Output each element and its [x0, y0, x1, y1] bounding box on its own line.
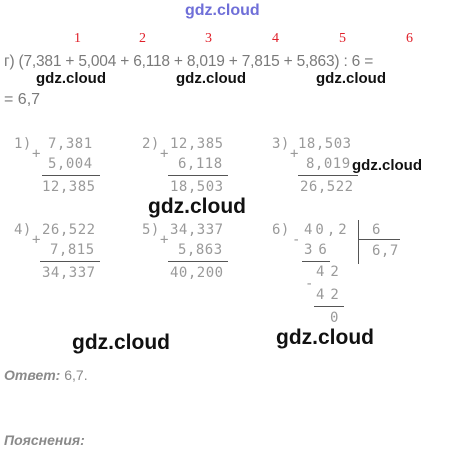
- step-number-2: 2: [139, 31, 146, 46]
- plus-sign: +: [32, 232, 41, 248]
- addend-top: 7,381: [48, 136, 93, 152]
- step-number-5: 5: [339, 31, 346, 46]
- step-label-4: 4): [14, 222, 32, 238]
- step-number-4: 4: [272, 31, 279, 46]
- step-label-6: 6): [272, 222, 290, 238]
- explanation-heading: Пояснения:: [4, 432, 85, 448]
- watermark: gdz.cloud: [352, 157, 422, 174]
- sum-result: 12,385: [42, 179, 96, 195]
- answer: Ответ: 6,7.: [4, 367, 88, 383]
- sum-result: 40,200: [170, 265, 224, 281]
- watermark: gdz.cloud: [148, 195, 246, 218]
- step-number-6: 6: [406, 31, 413, 46]
- sum-line: [298, 175, 358, 176]
- step-number-3: 3: [205, 31, 212, 46]
- minus-sign: -: [305, 276, 314, 292]
- addend-bottom: 7,815: [50, 242, 95, 258]
- sum-line: [168, 261, 228, 262]
- sum-line: [168, 175, 228, 176]
- plus-sign: +: [160, 146, 169, 162]
- plus-sign: +: [32, 146, 41, 162]
- addend-bottom: 8,019: [306, 156, 351, 172]
- addend-top: 18,503: [298, 136, 352, 152]
- subtraction-line: [314, 306, 344, 307]
- subtraction-line: [302, 261, 330, 262]
- minus-sign: -: [292, 232, 301, 248]
- plus-sign: +: [290, 146, 299, 162]
- sum-line: [42, 175, 100, 176]
- step-label-5: 5): [142, 222, 160, 238]
- step-label-2: 2): [142, 136, 160, 152]
- expression-line-2: = 6,7: [4, 91, 41, 108]
- step-number-1: 1: [74, 31, 81, 46]
- addend-bottom: 5,004: [48, 156, 93, 172]
- step-label-3: 3): [272, 136, 290, 152]
- watermark: gdz.cloud: [176, 70, 246, 87]
- addend-bottom: 5,863: [178, 242, 223, 258]
- division-bar: [358, 220, 359, 264]
- step-label-1: 1): [14, 136, 32, 152]
- sum-result: 26,522: [300, 179, 354, 195]
- watermark: gdz.cloud: [36, 70, 106, 87]
- sum-result: 34,337: [42, 265, 96, 281]
- site-title[interactable]: gdz.cloud: [185, 2, 260, 19]
- addend-top: 26,522: [42, 222, 96, 238]
- answer-label: Ответ:: [4, 367, 61, 383]
- dividend: 40,2: [304, 222, 350, 238]
- addend-bottom: 6,118: [178, 156, 223, 172]
- sum-line: [40, 261, 100, 262]
- answer-value: 6,7.: [64, 367, 88, 383]
- quotient: 6,7: [372, 243, 399, 259]
- watermark: gdz.cloud: [276, 326, 374, 349]
- expression-line-1: г) (7,381 + 5,004 + 6,118 + 8,019 + 7,81…: [4, 53, 374, 70]
- remainder-1: 42: [316, 264, 345, 280]
- addend-top: 34,337: [170, 222, 224, 238]
- remainder-final: 0: [330, 310, 339, 326]
- subtrahend-2: 42: [316, 287, 345, 303]
- plus-sign: +: [160, 232, 169, 248]
- addend-top: 12,385: [170, 136, 224, 152]
- watermark: gdz.cloud: [316, 70, 386, 87]
- sum-result: 18,503: [170, 179, 224, 195]
- divisor-line: [358, 239, 400, 240]
- subtrahend-1: 36: [304, 242, 333, 258]
- divisor: 6: [372, 222, 381, 238]
- watermark: gdz.cloud: [72, 331, 170, 354]
